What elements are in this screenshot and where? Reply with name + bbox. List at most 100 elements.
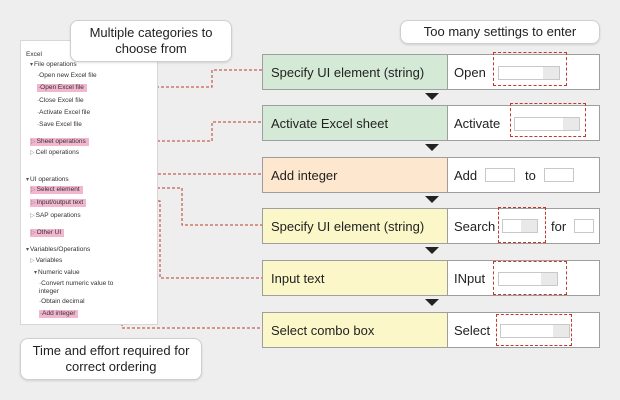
tree-item[interactable]: ·Add integer <box>39 310 79 318</box>
expand-right-icon[interactable]: ▷ <box>31 187 36 193</box>
step-label: Add integer <box>263 158 448 192</box>
tree-item-label: Add integer <box>42 310 76 317</box>
tree-item-label: Excel <box>26 51 42 58</box>
tree-item-label: Variables/Operations <box>30 246 91 253</box>
tree-item[interactable]: ·Convert numeric value to integer <box>39 280 119 296</box>
flow-step-specify-ui-element-open[interactable]: Specify UI element (string) Open <box>262 54 600 90</box>
bullet-icon: · <box>37 121 40 128</box>
tree-item-label: Obtain decimal <box>41 298 85 305</box>
tree-item[interactable]: ·Open new Excel file <box>37 72 97 80</box>
step-value-text: Search <box>454 219 496 234</box>
step-input-box[interactable] <box>502 219 538 233</box>
callout-too-many-settings: Too many settings to enter <box>400 20 600 44</box>
step-input-box[interactable] <box>544 168 574 182</box>
dashed-highlight <box>493 261 567 295</box>
step-input-box[interactable] <box>485 168 515 182</box>
tree-item[interactable]: ▷Sheet operations <box>30 138 89 146</box>
bullet-icon: · <box>38 84 41 91</box>
flow-step-specify-ui-element-search[interactable]: Specify UI element (string) Search for <box>262 208 600 244</box>
step-settings: Search for <box>448 209 599 243</box>
callout-time-and-effort-text: Time and effort required for correct ord… <box>32 343 190 374</box>
tree-item[interactable]: ▾File operations <box>30 61 77 69</box>
tree-item-label: File operations <box>34 61 77 68</box>
tree-item[interactable]: ·Close Excel file <box>37 97 84 105</box>
operations-tree-panel: Excel▾File operations·Open new Excel fil… <box>20 40 158 325</box>
bullet-icon: · <box>37 109 40 116</box>
step-value-text: Select <box>454 323 491 338</box>
expand-down-icon[interactable]: ▾ <box>30 62 34 68</box>
step-value-text: Open <box>454 65 486 80</box>
flow-arrow-down <box>425 299 439 306</box>
tree-item[interactable]: ▷Other UI <box>30 229 65 237</box>
step-settings: Add to <box>448 158 599 192</box>
tree-item[interactable]: ▷Input/output text <box>30 199 87 207</box>
tree-item-label: UI operations <box>30 176 69 183</box>
tree-item-label: Open new Excel file <box>39 72 97 79</box>
step-input-box[interactable] <box>574 219 594 233</box>
tree-item-label: Input/output text <box>36 199 84 206</box>
tree-item[interactable]: ·Activate Excel file <box>37 109 90 117</box>
expand-right-icon[interactable]: ▷ <box>30 150 35 156</box>
tree-item[interactable]: ▷Cell operations <box>30 149 79 157</box>
step-settings: INput <box>448 261 599 295</box>
tree-item-label: Activate Excel file <box>39 109 91 116</box>
tree-item[interactable]: ▾Numeric value <box>34 269 80 277</box>
tree-item[interactable]: ·Save Excel file <box>37 121 82 129</box>
tree-item-label: Select element <box>36 186 80 193</box>
tree-item[interactable]: ·Obtain decimal <box>39 298 85 306</box>
tree-item-label: Other UI <box>36 229 62 236</box>
step-settings: Open <box>448 55 599 89</box>
tree-item[interactable]: Excel <box>26 51 42 59</box>
tree-item[interactable]: ▷SAP operations <box>30 212 81 220</box>
expand-down-icon[interactable]: ▾ <box>26 177 30 183</box>
step-label: Select combo box <box>263 313 448 347</box>
flow-arrow-down <box>425 196 439 203</box>
flow-step-add-integer[interactable]: Add integer Add to <box>262 157 600 193</box>
tree-item[interactable]: ▾UI operations <box>26 176 69 184</box>
expand-right-icon[interactable]: ▷ <box>31 230 36 236</box>
flow-step-activate-excel-sheet[interactable]: Activate Excel sheet Activate <box>262 105 600 141</box>
step-value-text: INput <box>454 271 486 286</box>
expand-right-icon[interactable]: ▷ <box>31 139 36 145</box>
flow-step-input-text[interactable]: Input text INput <box>262 260 600 296</box>
step-label: Specify UI element (string) <box>263 209 448 243</box>
step-value-text: Add <box>454 168 478 183</box>
expand-right-icon[interactable]: ▷ <box>30 258 35 264</box>
dashed-highlight <box>510 103 586 137</box>
step-label: Input text <box>263 261 448 295</box>
bullet-icon: · <box>39 280 42 287</box>
callout-multiple-categories: Multiple categories to choose from <box>70 20 232 62</box>
tree-item-label: Sheet operations <box>36 138 86 145</box>
tree-item-label: Cell operations <box>35 149 79 156</box>
tree-item-label: Save Excel file <box>39 121 82 128</box>
tree-item-label: Close Excel file <box>39 97 84 104</box>
step-input-box[interactable] <box>514 117 580 131</box>
expand-right-icon[interactable]: ▷ <box>30 213 35 219</box>
flow-step-select-combo-box[interactable]: Select combo box Select <box>262 312 600 348</box>
expand-down-icon[interactable]: ▾ <box>26 247 30 253</box>
step-settings: Activate <box>448 106 599 140</box>
dashed-highlight <box>496 314 572 346</box>
tree-item[interactable]: ▷Select element <box>30 186 83 194</box>
callout-too-many-settings-text: Too many settings to enter <box>423 24 577 39</box>
step-value-text: to <box>525 168 536 183</box>
bullet-icon: · <box>37 97 40 104</box>
step-input-box[interactable] <box>498 66 560 80</box>
tree-item[interactable]: ▷Variables <box>30 257 62 265</box>
expand-down-icon[interactable]: ▾ <box>34 270 38 276</box>
dashed-highlight <box>498 207 546 243</box>
expand-right-icon[interactable]: ▷ <box>31 200 36 206</box>
dashed-highlight <box>493 52 567 86</box>
step-input-box[interactable] <box>500 324 570 338</box>
tree-item-label: Variables <box>35 257 63 264</box>
callout-time-and-effort: Time and effort required for correct ord… <box>20 338 202 380</box>
flow-arrow-down <box>425 93 439 100</box>
tree-item[interactable]: ▾Variables/Operations <box>26 246 90 254</box>
step-input-box[interactable] <box>498 272 558 286</box>
bullet-icon: · <box>37 72 40 79</box>
callout-multiple-categories-text: Multiple categories to choose from <box>89 25 213 56</box>
step-label: Specify UI element (string) <box>263 55 448 89</box>
tree-item[interactable]: ·Open Excel file <box>37 84 87 92</box>
tree-item-label: SAP operations <box>35 212 81 219</box>
bullet-icon: · <box>40 310 43 317</box>
